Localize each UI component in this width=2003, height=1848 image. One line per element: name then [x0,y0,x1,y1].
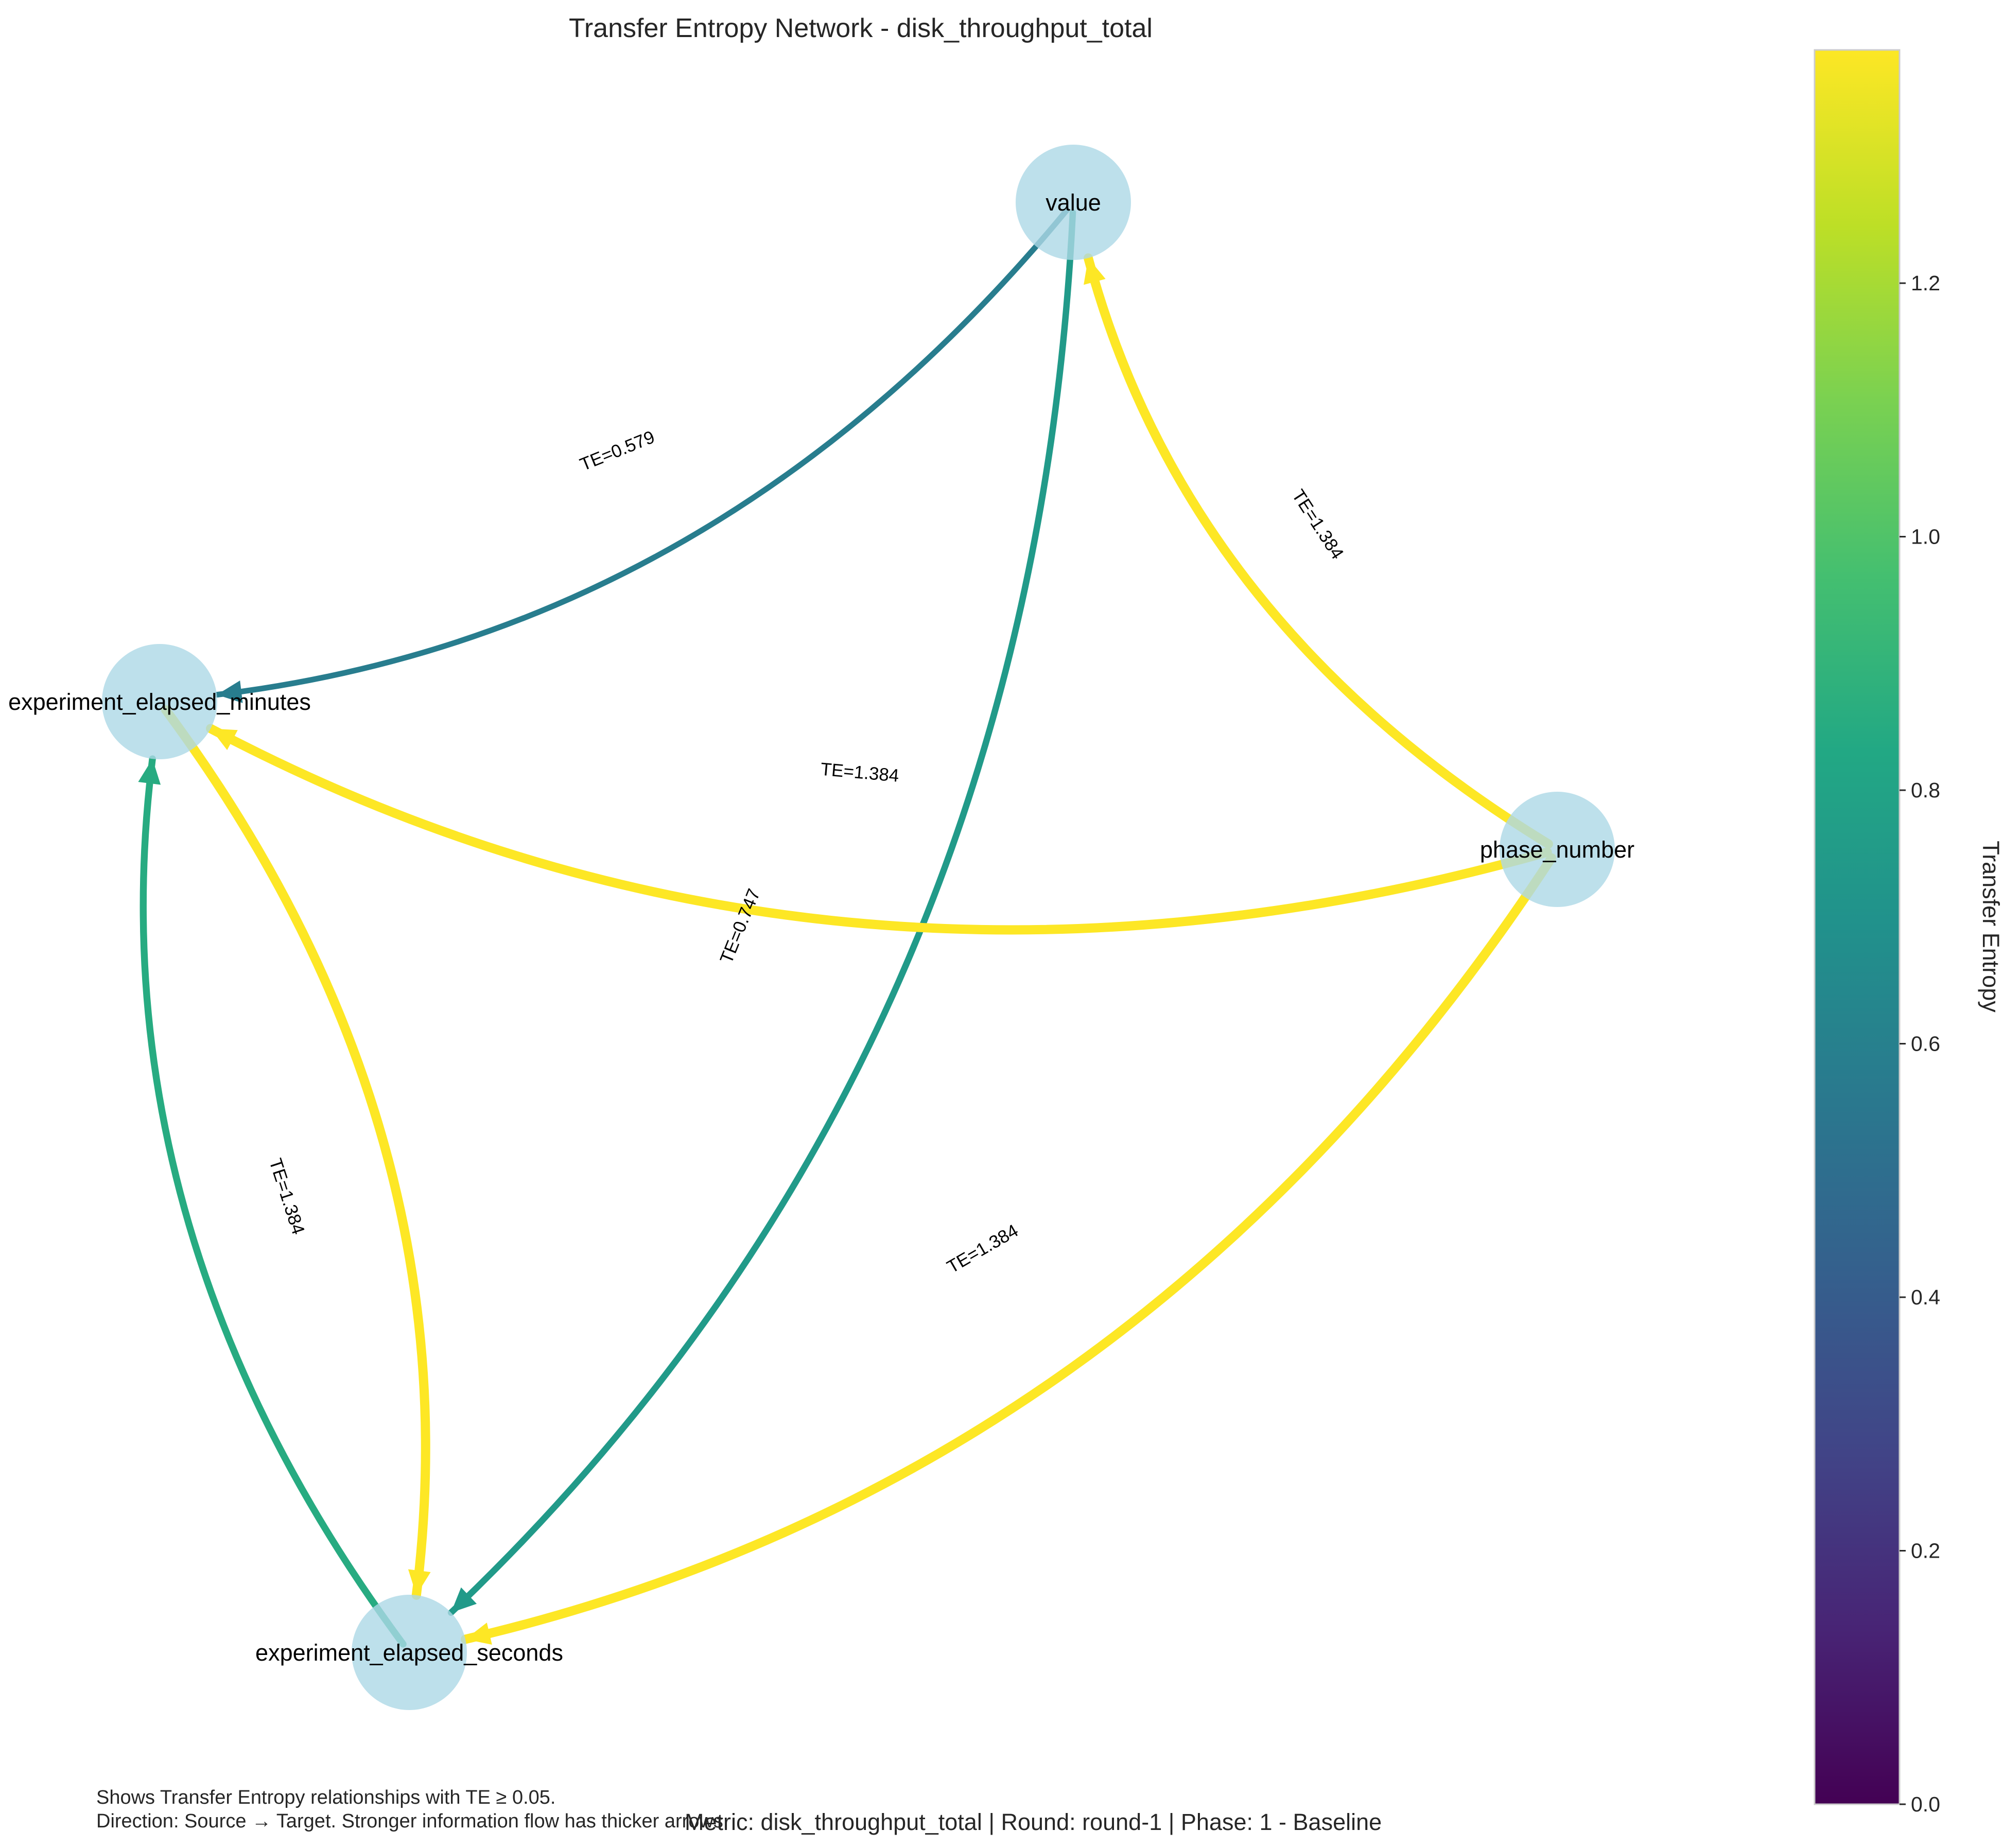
metric-caption: Metric: disk_throughput_total | Round: r… [685,1809,1382,1835]
colorbar-tick-label: 1.0 [1911,525,1940,549]
arrowhead-phase_number-to-value [1084,258,1106,285]
colorbar-tick-label: 0.8 [1911,778,1940,802]
edges-layer [140,207,1557,1648]
nodes-layer [102,145,1615,1710]
node-label-experiment_elapsed_minutes: experiment_elapsed_minutes [8,689,311,715]
colorbar-tick-label: 0.6 [1911,1032,1940,1056]
colorbar-ticks: 0.0 0.2 0.4 0.6 0.8 1.0 1.2 [1900,271,1940,1816]
edge-experiment_elapsed_seconds-to-experiment_elapsed_minutes [140,755,407,1648]
node-experiment_elapsed_seconds [352,1595,467,1710]
footer-line-2: Direction: Source → Target. Stronger inf… [96,1810,728,1832]
colorbar [1814,49,1901,1805]
arrowhead-phase_number-to-experiment_elapsed_minutes [211,728,238,751]
arrowhead-value-to-experiment_elapsed_minutes [217,681,243,703]
node-label-value: value [1046,189,1101,216]
node-phase_number [1500,792,1615,907]
arrowhead-experiment_elapsed_seconds-to-experiment_elapsed_minutes [138,759,161,785]
colorbar-label: Transfer Entropy [1978,841,2003,1013]
edge-label-value-to-experiment_elapsed_minutes: TE=0.579 [577,427,657,475]
chart-title: Transfer Entropy Network - disk_throughp… [569,13,1153,43]
edge-phase_number-to-experiment_elapsed_minutes [206,724,1552,935]
edge-label-experiment_elapsed_minutes-to-experiment_elapsed_seconds: TE=1.384 [265,1156,308,1237]
edge-value-to-experiment_elapsed_minutes [214,207,1070,698]
edge-experiment_elapsed_minutes-to-experiment_elapsed_seconds [161,705,430,1600]
node-label-phase_number: phase_number [1480,836,1634,863]
edge-phase_number-to-experiment_elapsed_seconds [461,853,1557,1644]
edge-phase_number-to-value [1083,253,1553,849]
arrowhead-phase_number-to-experiment_elapsed_seconds [465,1623,492,1645]
edge-label-phase_number-to-experiment_elapsed_minutes: TE=1.384 [820,759,900,786]
edge-value-to-experiment_elapsed_seconds [447,209,1076,1616]
footer-line-1: Shows Transfer Entropy relationships wit… [96,1787,555,1808]
node-value [1016,145,1131,260]
edge-label-phase_number-to-value: TE=1.384 [1288,486,1348,563]
arrowheads-layer [138,258,1106,1645]
edge-label-value-to-experiment_elapsed_seconds: TE=0.747 [716,886,764,966]
colorbar-tick-label: 0.0 [1911,1792,1940,1816]
colorbar-tick-label: 0.2 [1911,1539,1940,1563]
node-label-experiment_elapsed_seconds: experiment_elapsed_seconds [255,1640,563,1666]
colorbar-tick-label: 1.2 [1911,271,1940,295]
edge-label-phase_number-to-experiment_elapsed_seconds: TE=1.384 [944,1221,1022,1277]
edge-labels-layer: TE=0.579TE=0.747TE=1.384TE=1.384TE=1.384… [265,427,1348,1277]
node-experiment_elapsed_minutes [102,644,217,759]
colorbar-tick-label: 0.4 [1911,1285,1940,1309]
arrowhead-experiment_elapsed_minutes-to-experiment_elapsed_seconds [408,1569,431,1595]
arrowhead-value-to-experiment_elapsed_seconds [451,1587,477,1613]
node-labels-layer: value experiment_elapsed_minutes phase_num… [8,189,1634,1666]
